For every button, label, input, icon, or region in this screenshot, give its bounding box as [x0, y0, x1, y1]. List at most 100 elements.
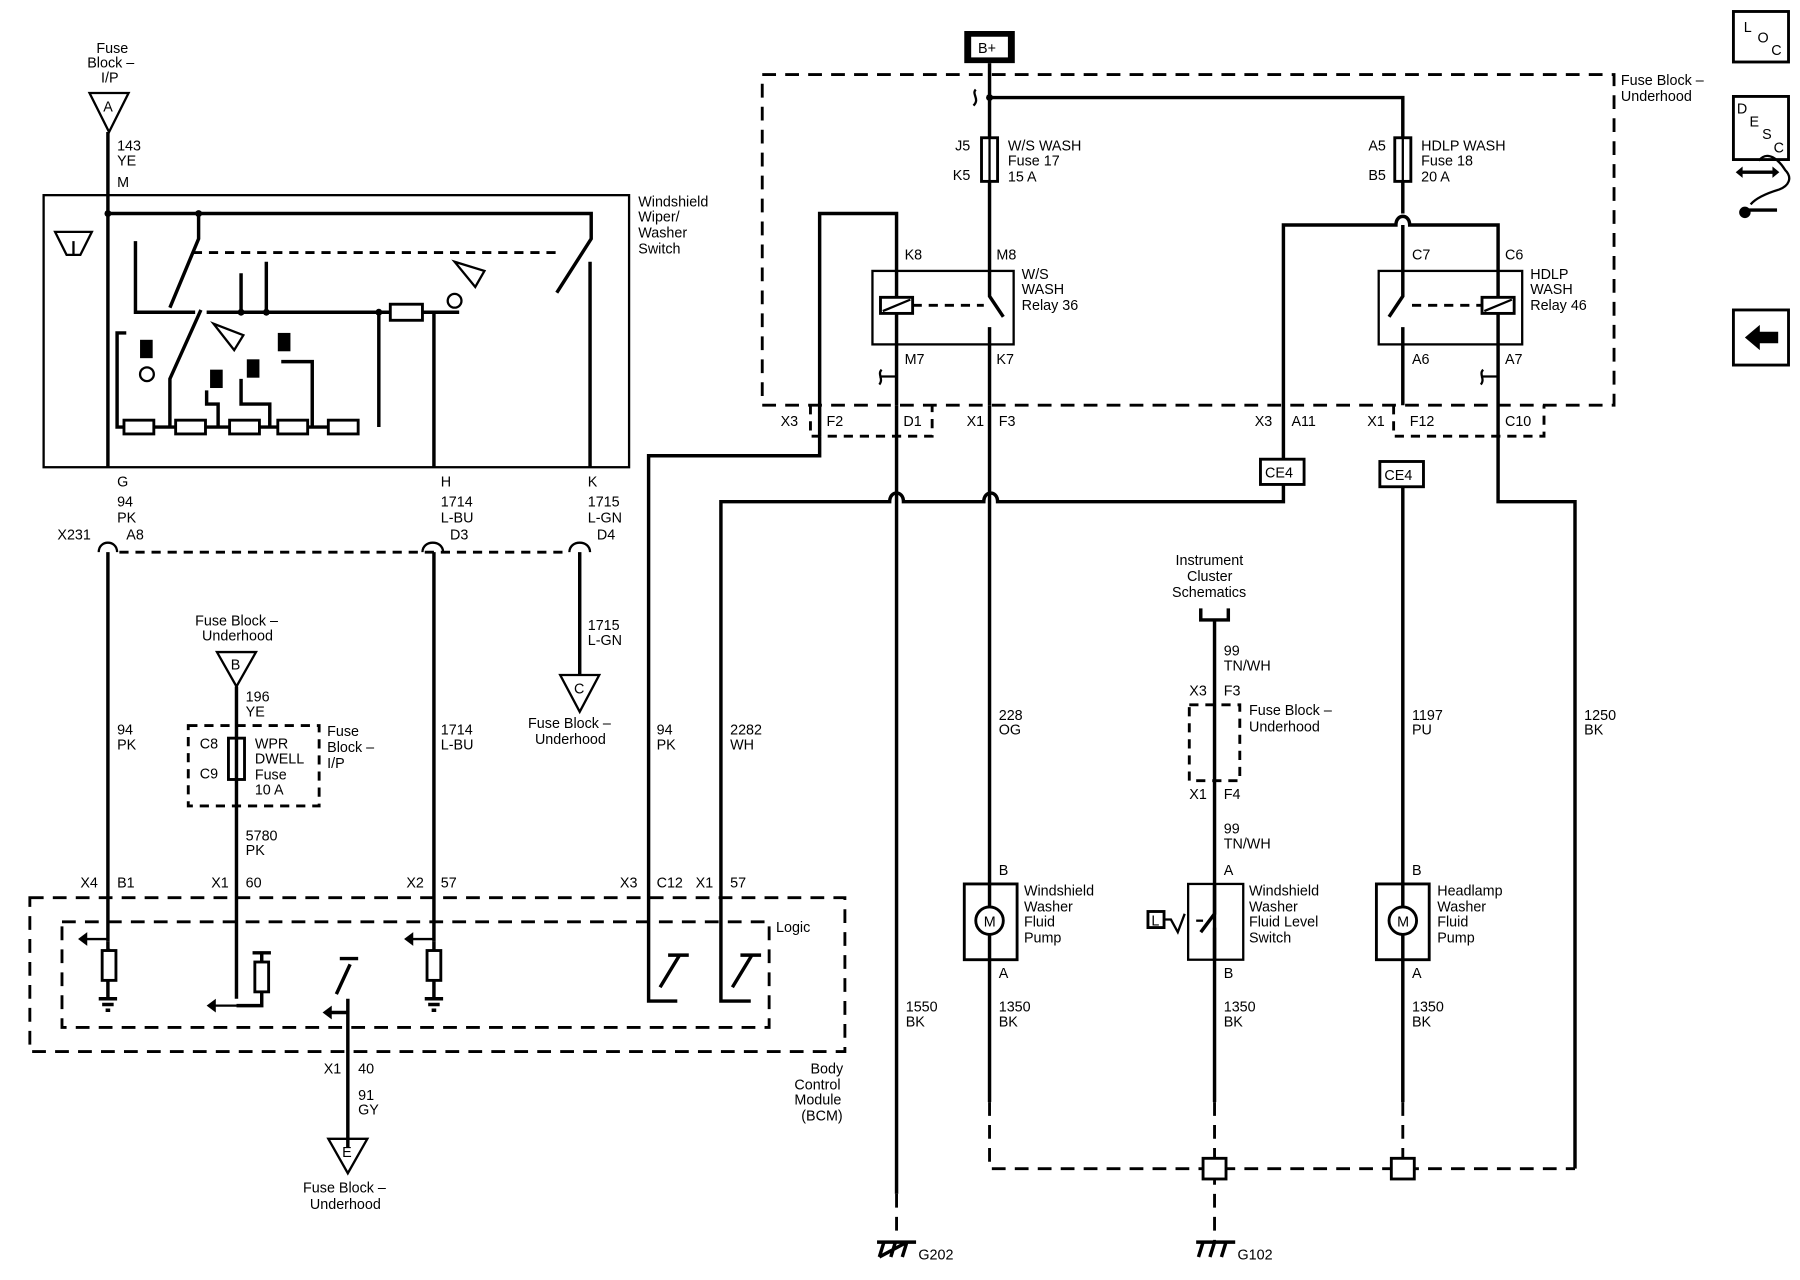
component-label: Headlamp [1437, 883, 1502, 899]
logic-label: Logic [776, 920, 810, 936]
ref-label: Fuse Block – [195, 614, 278, 630]
headlamp-washer-pump: M B A Headlamp Washer Fluid Pump [1374, 863, 1503, 982]
windshield-washer-pump: M B A Windshield Washer Fluid Pump [962, 863, 1094, 982]
wire-label: 1714 [441, 494, 473, 510]
back-button[interactable] [1731, 308, 1790, 367]
fuse-label: HDLP WASH [1421, 138, 1505, 154]
pin-label: B [999, 863, 1009, 879]
component-label: Washer [1249, 899, 1298, 915]
ground-label: G102 [1238, 1247, 1273, 1263]
connector-label: X1 [967, 414, 985, 430]
component-label: Fluid Level [1249, 914, 1318, 930]
fuse-block-underhood-outline [760, 73, 1616, 407]
connector-label: F3 [999, 414, 1016, 430]
wire-99-tnwh [1199, 608, 1231, 1103]
wire-label: BK [1412, 1014, 1432, 1030]
connector-label: A8 [126, 528, 144, 544]
wire-label: 1197 [1412, 708, 1443, 724]
ce4-connector: CE4 [1378, 460, 1425, 489]
ref-label: Underhood [535, 732, 606, 748]
connector-label: X1 [324, 1061, 342, 1077]
module-label: Fuse Block – [1249, 703, 1332, 719]
ce4-label: CE4 [1265, 466, 1293, 482]
component-label: Windshield [1024, 883, 1094, 899]
connector-label: F4 [1224, 787, 1241, 803]
connector-label: X1 [211, 875, 229, 891]
module-label: Underhood [1249, 719, 1320, 735]
connector-label: X3 [1255, 414, 1273, 430]
module-label: Cluster [1187, 569, 1233, 585]
wire-label: YE [117, 153, 136, 169]
bplus-label: B+ [978, 41, 996, 57]
fuse-block-underhood-passthrough [1187, 703, 1242, 783]
relay-pin: M7 [905, 352, 925, 368]
relay-pin: A6 [1412, 352, 1430, 368]
connector-label: X4 [80, 875, 98, 891]
desc-c: C [1774, 141, 1784, 157]
relay-label: WASH [1022, 282, 1064, 298]
bcm-outline [28, 896, 847, 1053]
description-icon: D [1737, 102, 1747, 118]
fuse-pin: K5 [953, 168, 971, 184]
ref-label: I/P [101, 71, 119, 87]
wire-label: BK [906, 1014, 926, 1030]
wire-label: 94 [657, 723, 673, 739]
wire-label: PK [657, 738, 677, 754]
relay-label: Relay 46 [1530, 298, 1587, 314]
module-label: Block – [327, 740, 374, 756]
relay-label: WASH [1530, 282, 1572, 298]
wire-label: L-GN [588, 510, 622, 526]
wire-label: BK [999, 1014, 1019, 1030]
battery-positive: B+ [964, 30, 1015, 64]
relay-pin: K7 [996, 352, 1014, 368]
pin-label: M [117, 175, 129, 191]
connector-label: 57 [441, 875, 457, 891]
ground-g202: G202 [877, 1240, 953, 1263]
pin-label: B [1412, 863, 1422, 879]
fuse-label: 15 A [1008, 169, 1037, 185]
ce4-label: CE4 [1384, 468, 1412, 484]
connector-label: X3 [781, 414, 799, 430]
fuse-label: Fuse 17 [1008, 153, 1060, 169]
reference-c-triangle: C [558, 673, 602, 715]
pin-label: K [588, 475, 598, 491]
module-label: I/P [327, 756, 345, 772]
loc-button[interactable]: L O C [1731, 10, 1790, 64]
ground-g102: G102 [1196, 1240, 1273, 1263]
component-label: Washer [1437, 899, 1486, 915]
connector-label: D1 [903, 414, 921, 430]
switch-internals [53, 210, 593, 468]
module-label: Body [810, 1061, 843, 1077]
fuse-block-connector-outline [809, 405, 1546, 438]
hdlp-wash-relay: C7 C6 A6 A7 HDLP WASH Relay 46 [1281, 181, 1587, 1169]
connector-label: F3 [1224, 684, 1241, 700]
module-label: Schematics [1172, 585, 1246, 601]
connector-label: F2 [827, 414, 844, 430]
wire-label: 99 [1224, 821, 1240, 837]
connector-tool-button[interactable] [1735, 154, 1791, 219]
module-label: Switch [638, 242, 680, 258]
connector-label: A11 [1291, 414, 1315, 430]
fuse-block-underhood-label: Fuse Block – [1621, 73, 1704, 89]
fuse-pin: A5 [1368, 138, 1386, 154]
wire-label: BK [1224, 1014, 1244, 1030]
fuse-pin: B5 [1368, 168, 1386, 184]
fuse-label: 20 A [1421, 169, 1450, 185]
connector-label: D4 [597, 528, 615, 544]
pin-label: B [1224, 966, 1234, 982]
wire-label: 2282 [730, 723, 762, 739]
ground-bus [988, 1102, 1576, 1243]
wire-label: PK [117, 510, 137, 526]
wire-label: 99 [1224, 643, 1240, 659]
wire-94-pk [646, 436, 822, 1003]
ref-label: Block – [87, 56, 134, 72]
desc-button[interactable]: D E S C [1731, 94, 1790, 162]
module-label: Washer [638, 226, 687, 242]
wire-label: 143 [117, 138, 141, 154]
fuse-label: Fuse [255, 767, 287, 783]
wire-label: TN/WH [1224, 836, 1271, 852]
fuse-block-ip-outline [186, 724, 321, 808]
ground-label: G202 [918, 1247, 953, 1263]
ws-wash-relay: K8 M8 M7 K7 W/S WASH Relay 36 [817, 181, 1078, 437]
